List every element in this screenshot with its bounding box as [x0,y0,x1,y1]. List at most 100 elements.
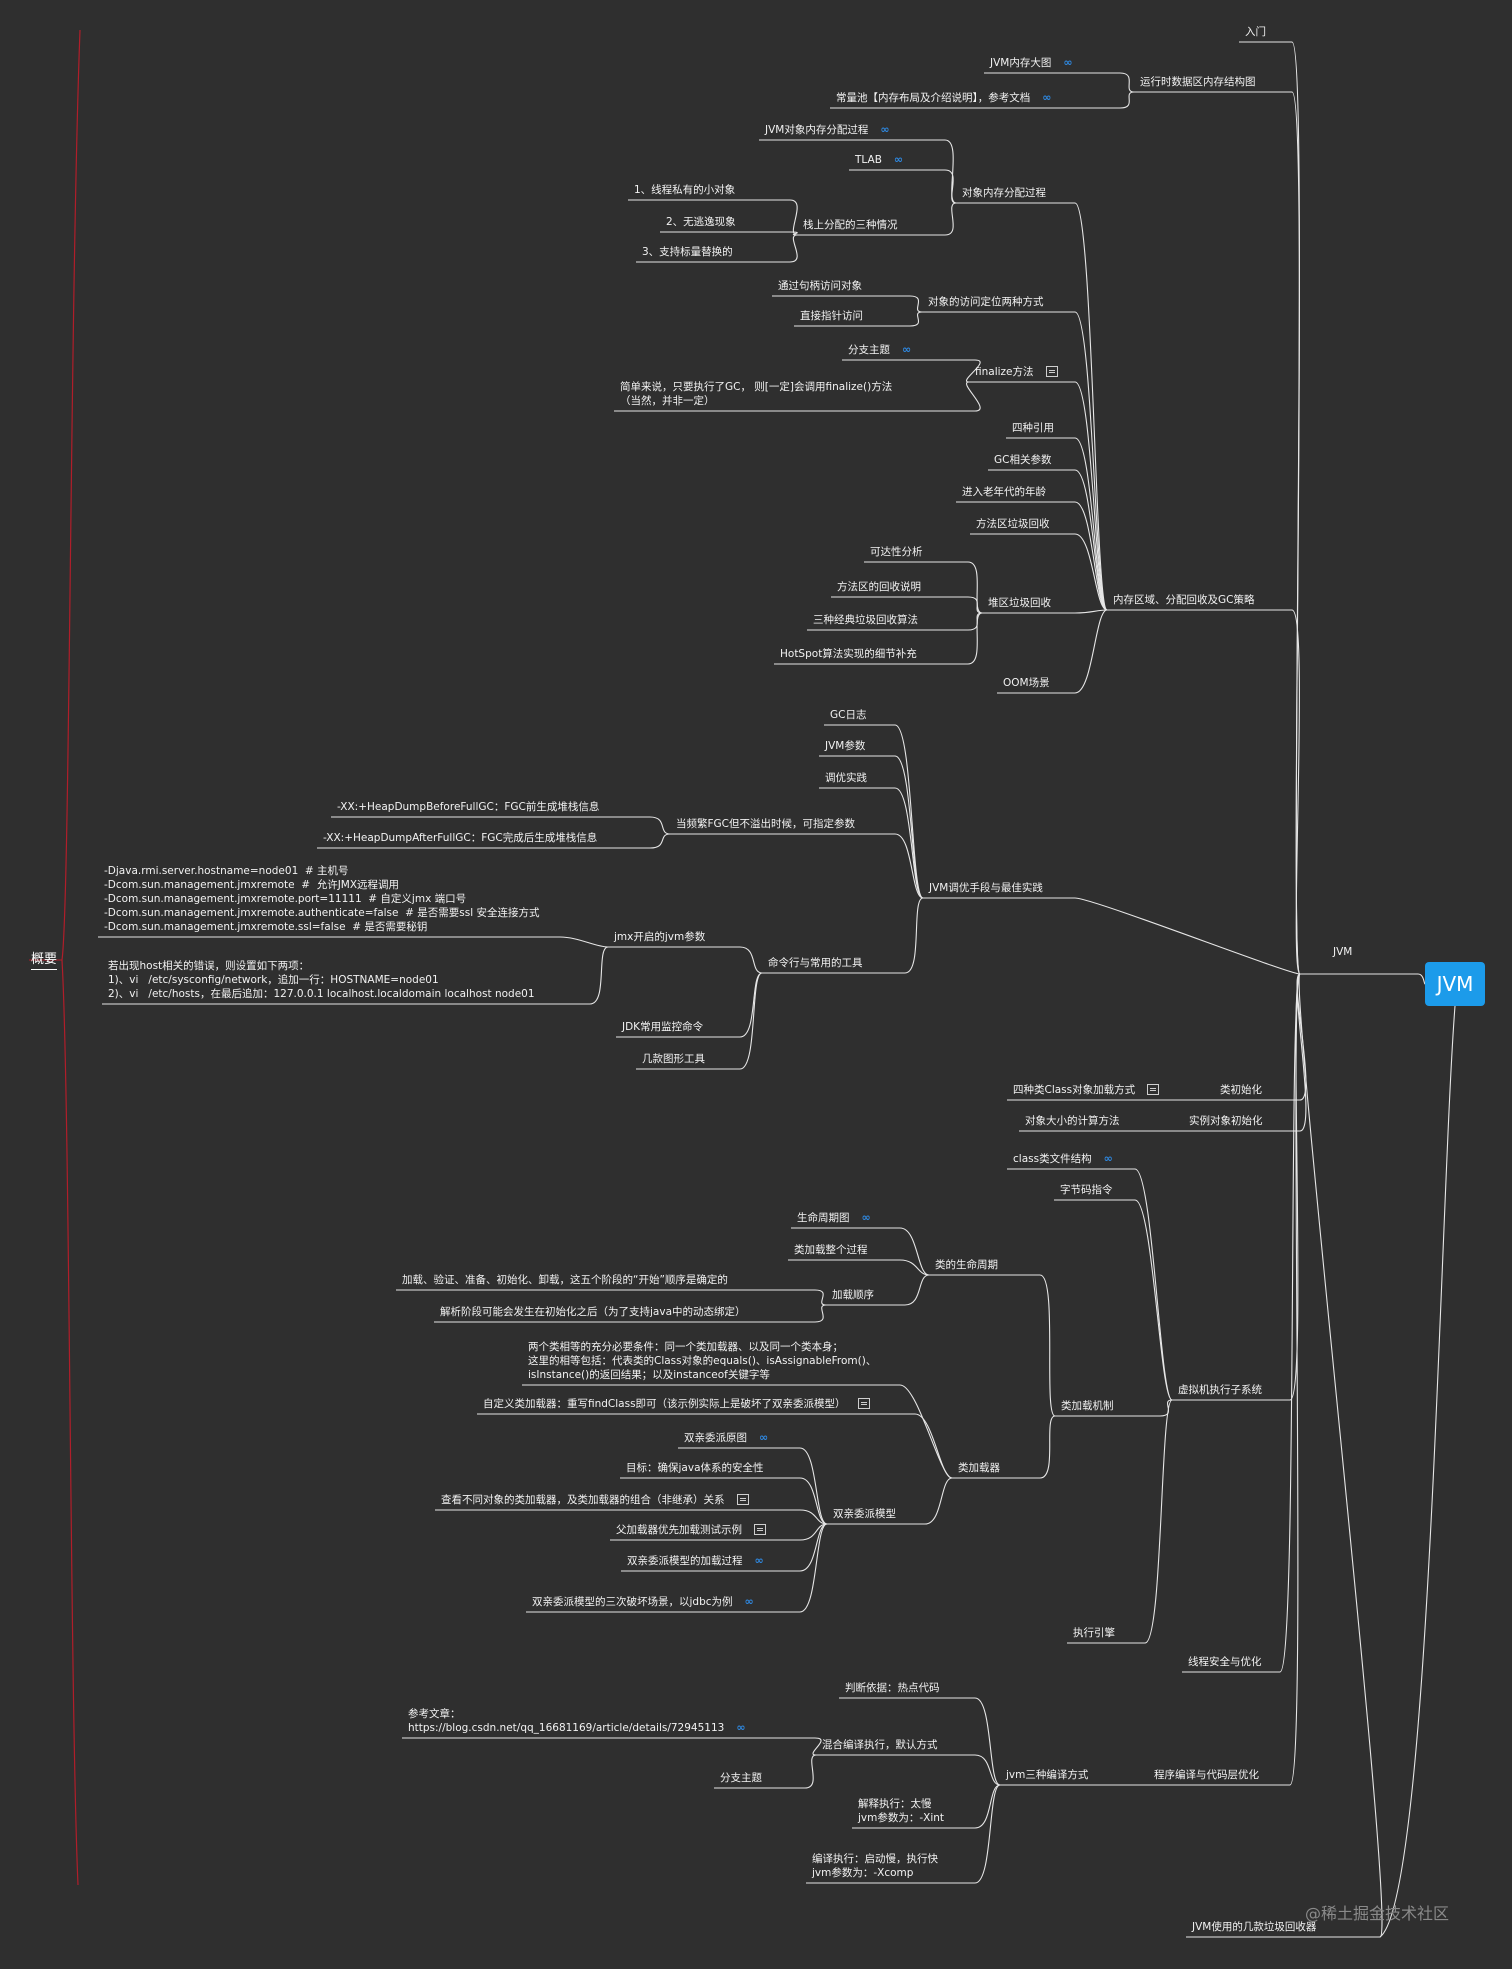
node-oldage[interactable]: 进入老年代的年龄 [962,485,1046,502]
node-gcparam[interactable]: GC相关参数 [994,453,1051,470]
node-instinit[interactable]: 实例对象初始化 [1189,1114,1263,1131]
node-methodrec[interactable]: 方法区的回收说明 [837,580,921,597]
edge-order1 [814,1289,827,1306]
node-threadsafe[interactable]: 线程安全与优化 [1188,1655,1262,1672]
node-stack3[interactable]: 栈上分配的三种情况 [803,218,898,235]
node-load4[interactable]: 四种类Class对象加载方式 [1013,1083,1160,1100]
link-icon[interactable]: ∞ [736,1721,746,1734]
node-pm6[interactable]: 双亲委派模型的三次破坏场景，以jdbc为例∞ [532,1595,754,1612]
node-order2[interactable]: 解析阶段可能会发生在初始化之后（为了支持java中的动态绑定） [440,1305,746,1322]
node-memgc[interactable]: 内存区域、分配回收及GC策略 [1113,593,1254,610]
note-icon[interactable] [754,1523,766,1535]
node-heapgc[interactable]: 堆区垃圾回收 [988,596,1051,613]
link-icon[interactable]: ∞ [1103,1152,1113,1165]
node-lcchart[interactable]: 生命周期图∞ [797,1211,871,1228]
node-order1[interactable]: 加载、验证、准备、初始化、卸载，这五个阶段的“开始”顺序是确定的 [402,1273,728,1290]
node-allocproc[interactable]: JVM对象内存分配过程∞ [765,123,890,140]
node-jit3[interactable]: jvm三种编译方式 [1006,1768,1088,1785]
link-icon[interactable]: ∞ [861,1211,871,1224]
node-cbranch[interactable]: 分支主题 [720,1771,762,1788]
node-jmxopts[interactable]: -Djava.rmi.server.hostname=node01 # 主机号 … [104,864,539,937]
node-fbranch[interactable]: 分支主题∞ [848,343,911,360]
node-mixed[interactable]: 混合编译执行，默认方式 [822,1738,938,1755]
node-cmdtools[interactable]: 命令行与常用的工具 [768,956,863,973]
node-s1[interactable]: 1、线程私有的小对象 [634,183,735,200]
node-lcproc[interactable]: 类加载整个过程 [794,1243,868,1260]
node-methodgc[interactable]: 方法区垃圾回收 [976,517,1050,534]
node-engine[interactable]: 执行引擎 [1073,1626,1115,1643]
node-access[interactable]: 对象的访问定位两种方式 [928,295,1044,312]
node-hostfix[interactable]: 若出现host相关的错误，则设置如下两项： 1)、vi /etc/sysconf… [108,959,535,1004]
root-node-jvm[interactable]: JVM [1425,962,1485,1006]
node-compiled[interactable]: 编译执行：启动慢，执行快 jvm参数为：-Xcomp [812,1852,938,1883]
node-reach[interactable]: 可达性分析 [870,545,923,562]
node-pm2[interactable]: 目标：确保java体系的安全性 [626,1461,764,1478]
node-tuning[interactable]: JVM调优手段与最佳实践 [929,881,1043,898]
node-constpool[interactable]: 常量池【内存布局及介绍说明】，参考文档∞ [836,91,1051,108]
node-parentmodel[interactable]: 双亲委派模型 [833,1507,896,1524]
node-loader[interactable]: 类加载器 [958,1461,1000,1478]
node-oom[interactable]: OOM场景 [1003,676,1050,693]
node-algo3[interactable]: 三种经典垃圾回收算法 [813,613,918,630]
node-interp[interactable]: 解释执行：太慢 jvm参数为：-Xint [858,1797,944,1828]
node-pm4[interactable]: 父加载器优先加载测试示例 [616,1523,766,1540]
node-pm5[interactable]: 双亲委派模型的加载过程∞ [627,1554,764,1571]
node-execsys[interactable]: 虚拟机执行子系统 [1178,1383,1262,1400]
link-icon[interactable]: ∞ [893,153,904,166]
link-icon[interactable]: ∞ [754,1554,764,1567]
main-branch-label[interactable]: JVM [1333,946,1353,958]
node-jmx[interactable]: jmx开启的jvm参数 [614,930,705,947]
node-fgc[interactable]: 当频繁FGC但不溢出时候，可指定参数 [676,817,855,834]
node-bytecode[interactable]: 字节码指令 [1060,1183,1113,1200]
node-label: GC日志 [830,709,867,721]
node-finalize[interactable]: finalize方法 [975,365,1058,382]
node-s2[interactable]: 2、无逃逸现象 [666,215,736,232]
node-loadorder[interactable]: 加载顺序 [832,1288,874,1305]
link-icon[interactable]: ∞ [880,123,890,136]
node-runtime[interactable]: 运行时数据区内存结构图 [1140,75,1256,92]
node-hdbefore[interactable]: -XX:+HeapDumpBeforeFullGC：FGC前生成堆栈信息 [337,800,599,817]
node-pm3[interactable]: 查看不同对象的类加载器，及类加载器的组合（非继承）关系 [441,1493,749,1510]
node-intro[interactable]: 入门 [1245,25,1266,42]
node-direct[interactable]: 直接指针访问 [800,309,863,326]
node-ref4[interactable]: 四种引用 [1012,421,1054,438]
node-guitools[interactable]: 几款图形工具 [642,1052,705,1069]
node-refart[interactable]: 参考文章： https://blog.csdn.net/qq_16681169/… [408,1707,745,1738]
node-hdafter[interactable]: -XX:+HeapDumpAfterFullGC：FGC完成后生成堆栈信息 [323,831,597,848]
note-icon[interactable] [1147,1083,1160,1095]
node-objalloc[interactable]: 对象内存分配过程 [962,186,1046,203]
node-compileopt[interactable]: 程序编译与代码层优化 [1154,1768,1259,1785]
node-classfile[interactable]: class类文件结构∞ [1013,1152,1113,1169]
link-icon[interactable]: ∞ [902,343,912,356]
edge-bytecode [1134,1199,1173,1401]
node-handle[interactable]: 通过句柄访问对象 [778,279,862,296]
node-tunepractice[interactable]: 调优实践 [825,771,867,788]
node-equalcond[interactable]: 两个类相等的充分必要条件：同一个类加载器、以及同一个类本身； 这里的相等包括：代… [528,1340,876,1385]
link-icon[interactable]: ∞ [1063,56,1073,69]
overview-node[interactable]: 概要 [31,948,58,970]
node-hotspot[interactable]: HotSpot算法实现的细节补充 [780,647,917,664]
note-icon[interactable] [857,1397,870,1409]
node-pm1[interactable]: 双亲委派原图∞ [684,1431,768,1448]
node-jdkcmd[interactable]: JDK常用监控命令 [622,1020,703,1037]
node-lifecycle[interactable]: 类的生命周期 [935,1258,998,1275]
note-icon[interactable] [736,1493,749,1505]
node-hotcode[interactable]: 判断依据：热点代码 [845,1681,940,1698]
node-loadmech[interactable]: 类加载机制 [1061,1399,1114,1416]
node-jvmparam[interactable]: JVM参数 [825,739,865,756]
edge-oom [1074,609,1108,694]
node-s3[interactable]: 3、支持标量替换的 [642,245,733,262]
link-icon[interactable]: ∞ [744,1595,754,1608]
node-tlab[interactable]: TLAB∞ [855,153,903,170]
edge-gcs [1298,973,1383,1938]
node-gclog[interactable]: GC日志 [830,708,866,725]
note-icon[interactable] [1045,365,1058,377]
node-customloader[interactable]: 自定义类加载器：重写findClass即可（该示例实际上是破坏了双亲委派模型） [483,1397,870,1414]
link-icon[interactable]: ∞ [1042,91,1052,104]
node-fdesc[interactable]: 简单来说，只要执行了GC， 则[一定]会调用finalize()方法 （当然，并… [620,380,892,411]
node-sizecalc[interactable]: 对象大小的计算方法 [1025,1114,1120,1131]
node-gcs[interactable]: JVM使用的几款垃圾回收器 [1192,1920,1316,1937]
link-icon[interactable]: ∞ [759,1431,769,1444]
node-bigmap[interactable]: JVM内存大图∞ [990,56,1073,73]
node-classinit[interactable]: 类初始化 [1220,1083,1262,1100]
